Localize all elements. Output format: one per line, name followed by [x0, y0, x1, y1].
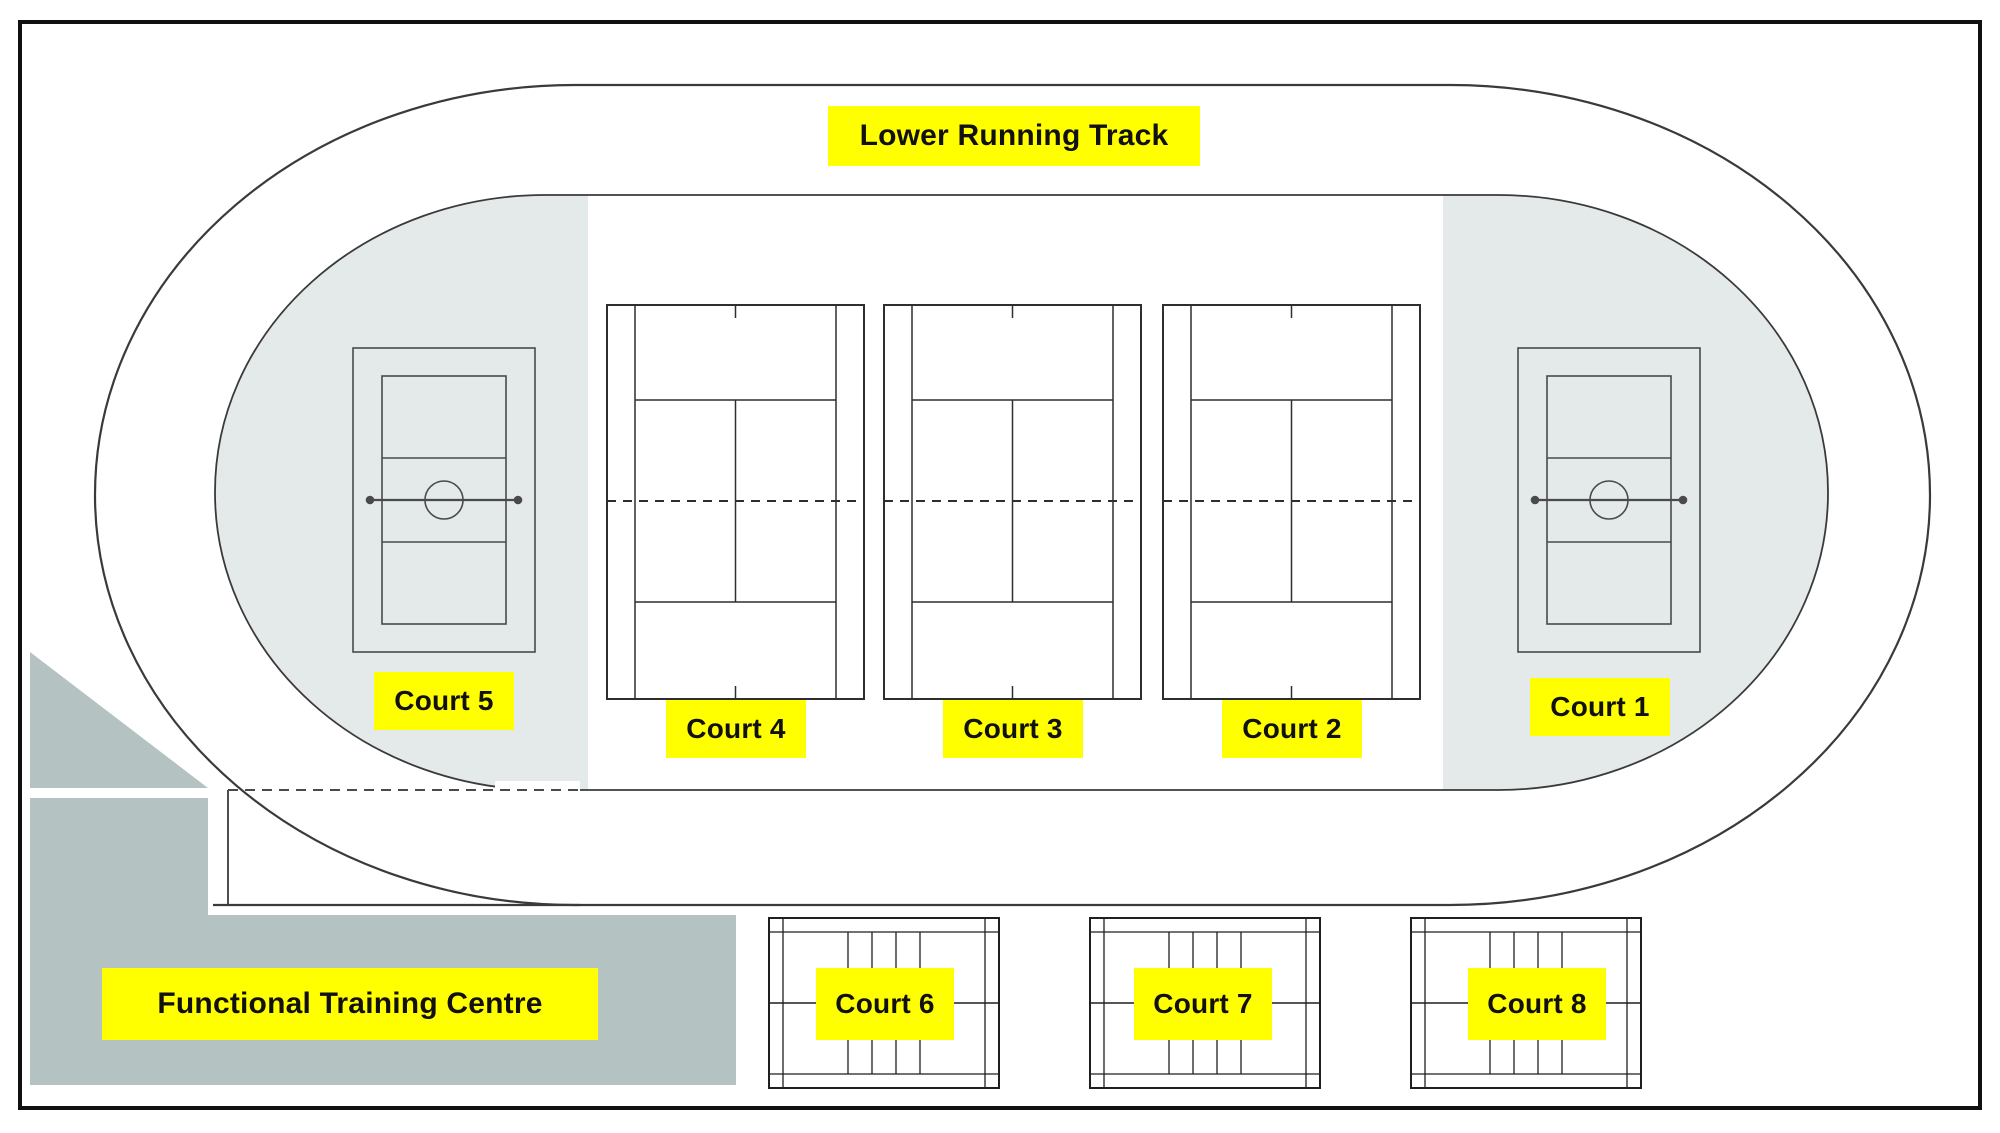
running-track-inner-outline: [214, 194, 1829, 791]
netball-court-1: [1517, 347, 1701, 653]
court-7-label: Court 7: [1134, 968, 1272, 1040]
netball-court-5: [352, 347, 536, 653]
tennis-court-4: [606, 304, 865, 700]
tennis-court-2: [1162, 304, 1421, 700]
running-track-outer-outline: [93, 83, 1932, 907]
court-6-label: Court 6: [816, 968, 954, 1040]
court-1-label: Court 1: [1530, 678, 1670, 736]
training-centre-triangle: [30, 652, 208, 788]
court-8-label: Court 8: [1468, 968, 1606, 1040]
training-centre-label: Functional Training Centre: [102, 968, 598, 1040]
running-track-label: Lower Running Track: [828, 106, 1200, 166]
court-2-label: Court 2: [1222, 700, 1362, 758]
court-4-label: Court 4: [666, 700, 806, 758]
training-centre-building: [30, 798, 736, 1085]
tennis-court-3: [883, 304, 1142, 700]
court-5-label: Court 5: [374, 672, 514, 730]
map-border: [18, 20, 1982, 1110]
court-3-label: Court 3: [943, 700, 1083, 758]
